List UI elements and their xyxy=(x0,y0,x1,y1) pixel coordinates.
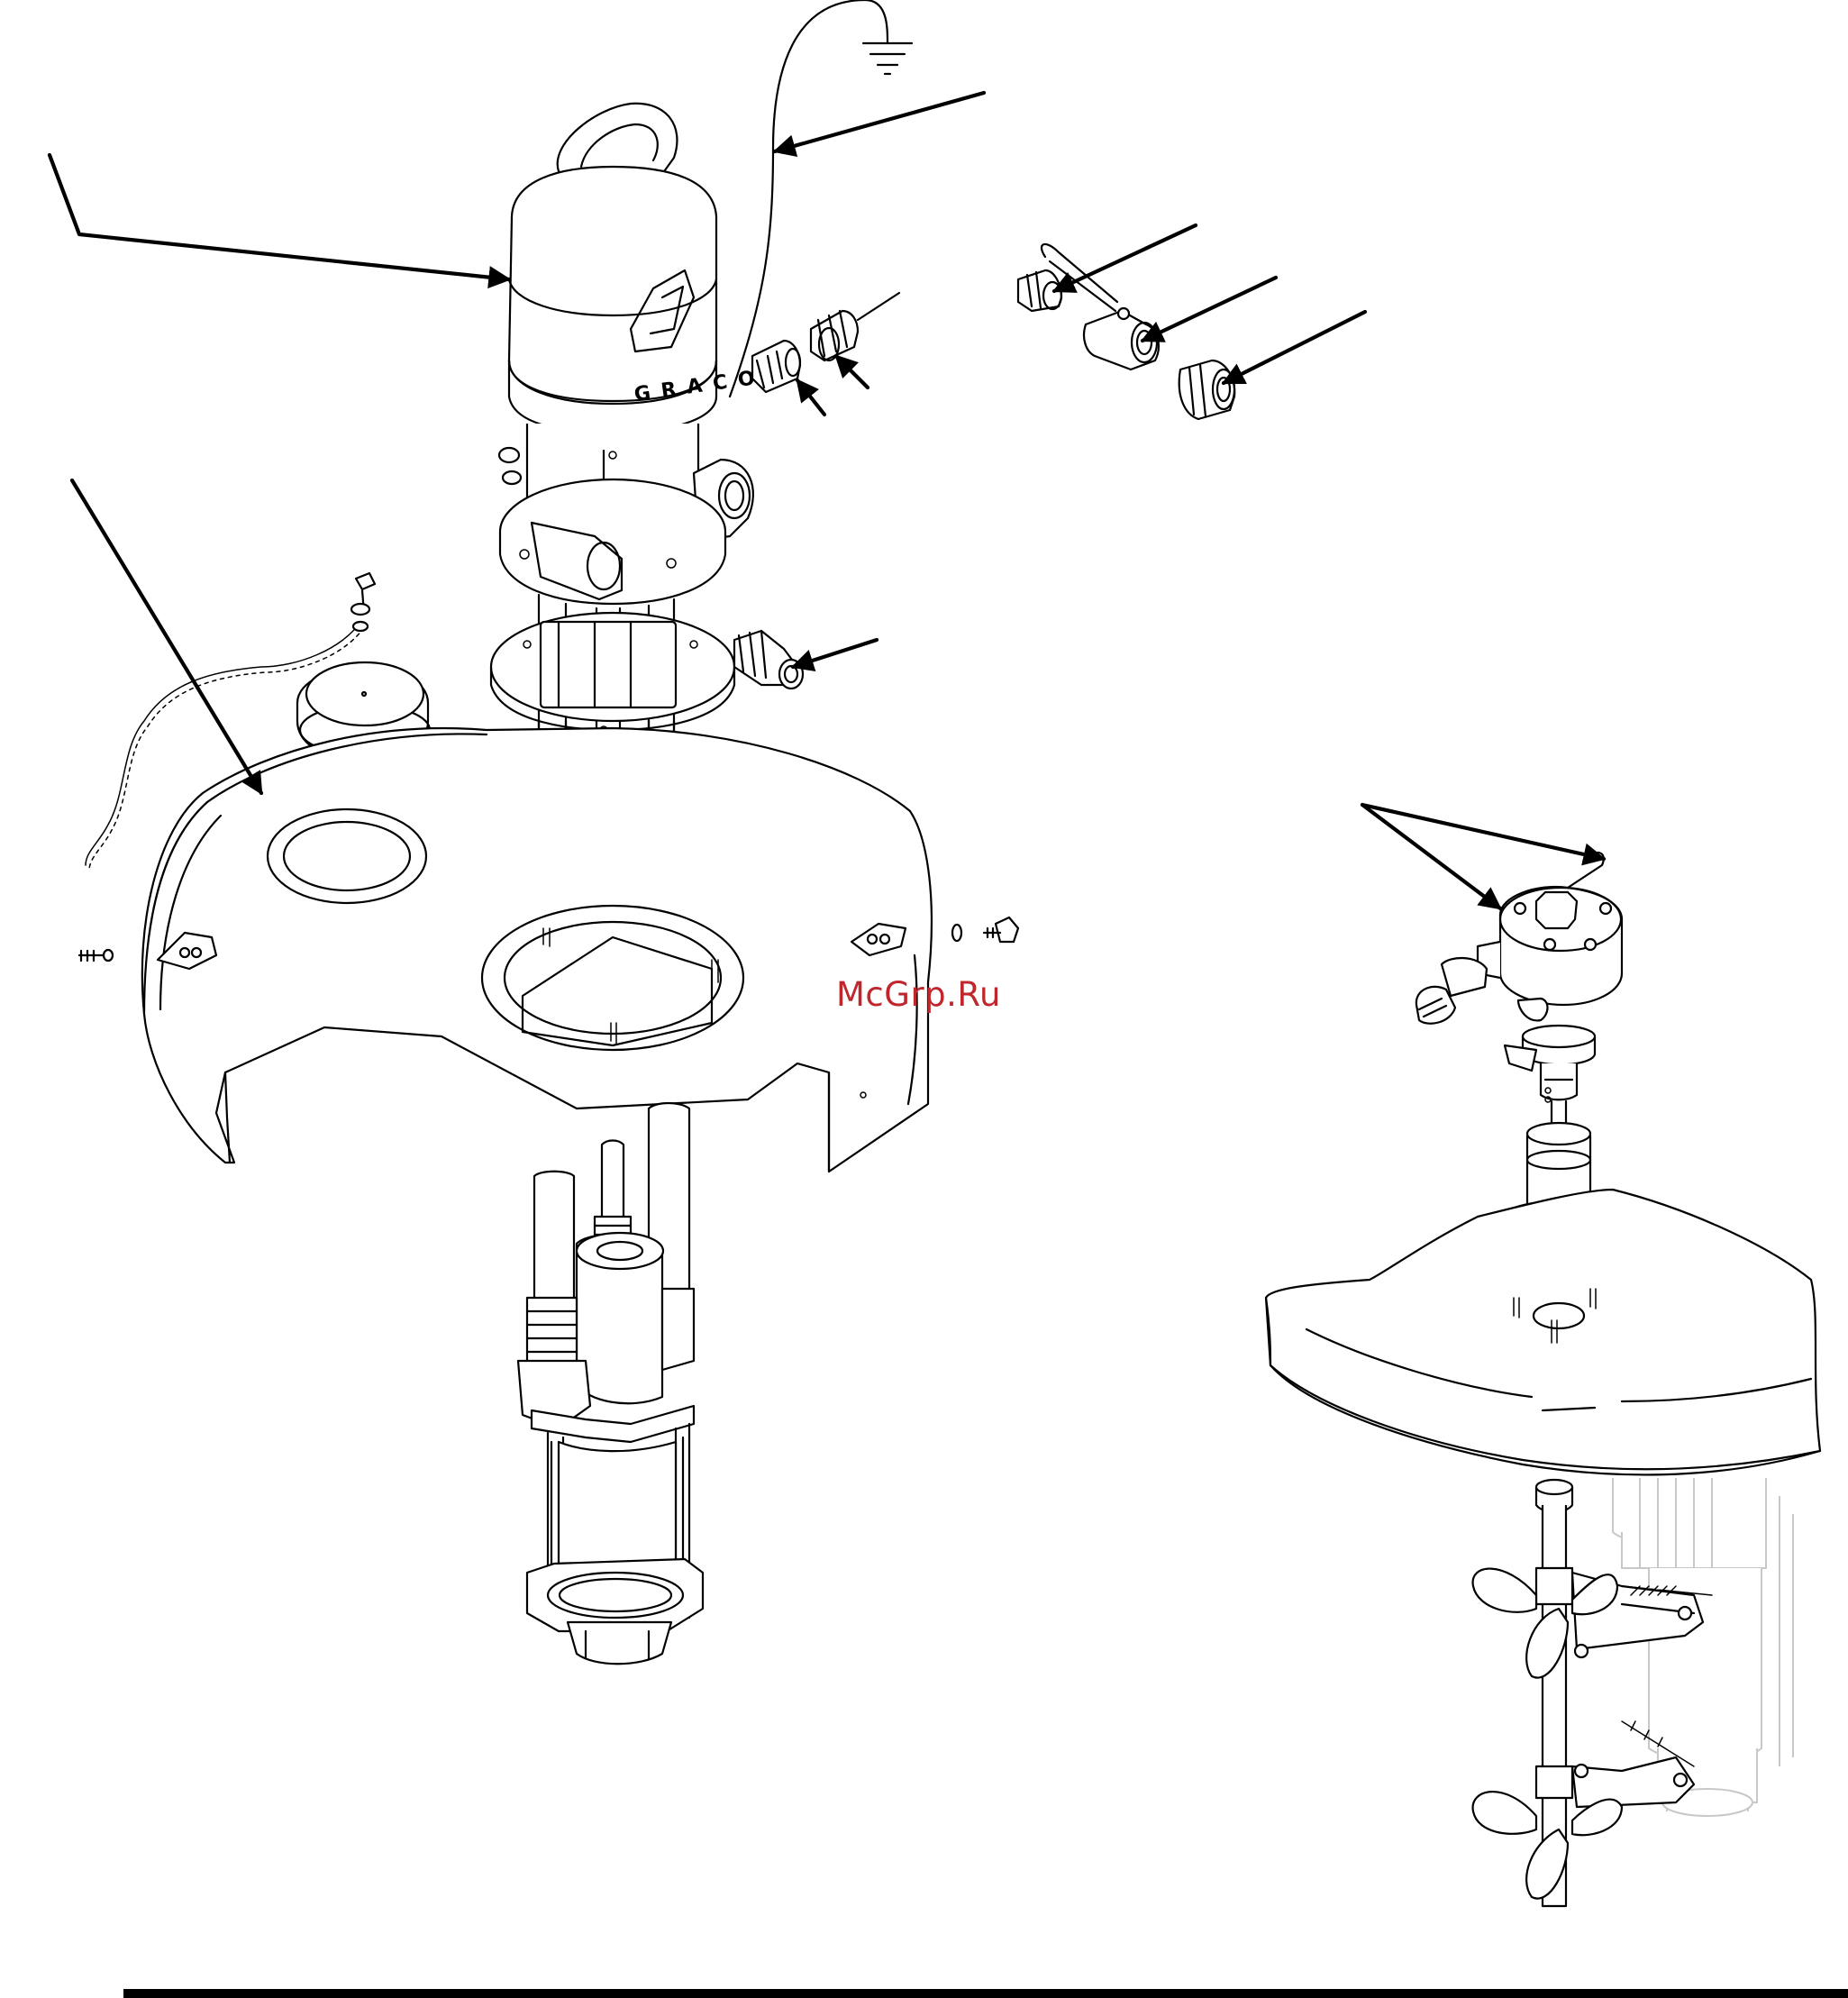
pump-lower xyxy=(518,1103,703,1664)
watermark-text: McGrp.Ru xyxy=(836,975,1001,1014)
bottom-rule xyxy=(123,1989,1848,1998)
screw-icon xyxy=(351,573,375,631)
agitator-cover xyxy=(1266,1190,1820,1474)
ground-symbol-icon xyxy=(863,43,912,74)
ball-valve xyxy=(1018,244,1159,369)
air-fittings xyxy=(752,293,899,392)
fluid-outlet-fitting xyxy=(734,631,803,689)
agitator-air-motor xyxy=(1416,853,1622,1136)
air-motor: GRACO xyxy=(499,104,767,604)
quick-coupler xyxy=(1179,360,1235,419)
nut-icon xyxy=(499,448,521,484)
ghost-pump xyxy=(1613,1478,1793,1816)
